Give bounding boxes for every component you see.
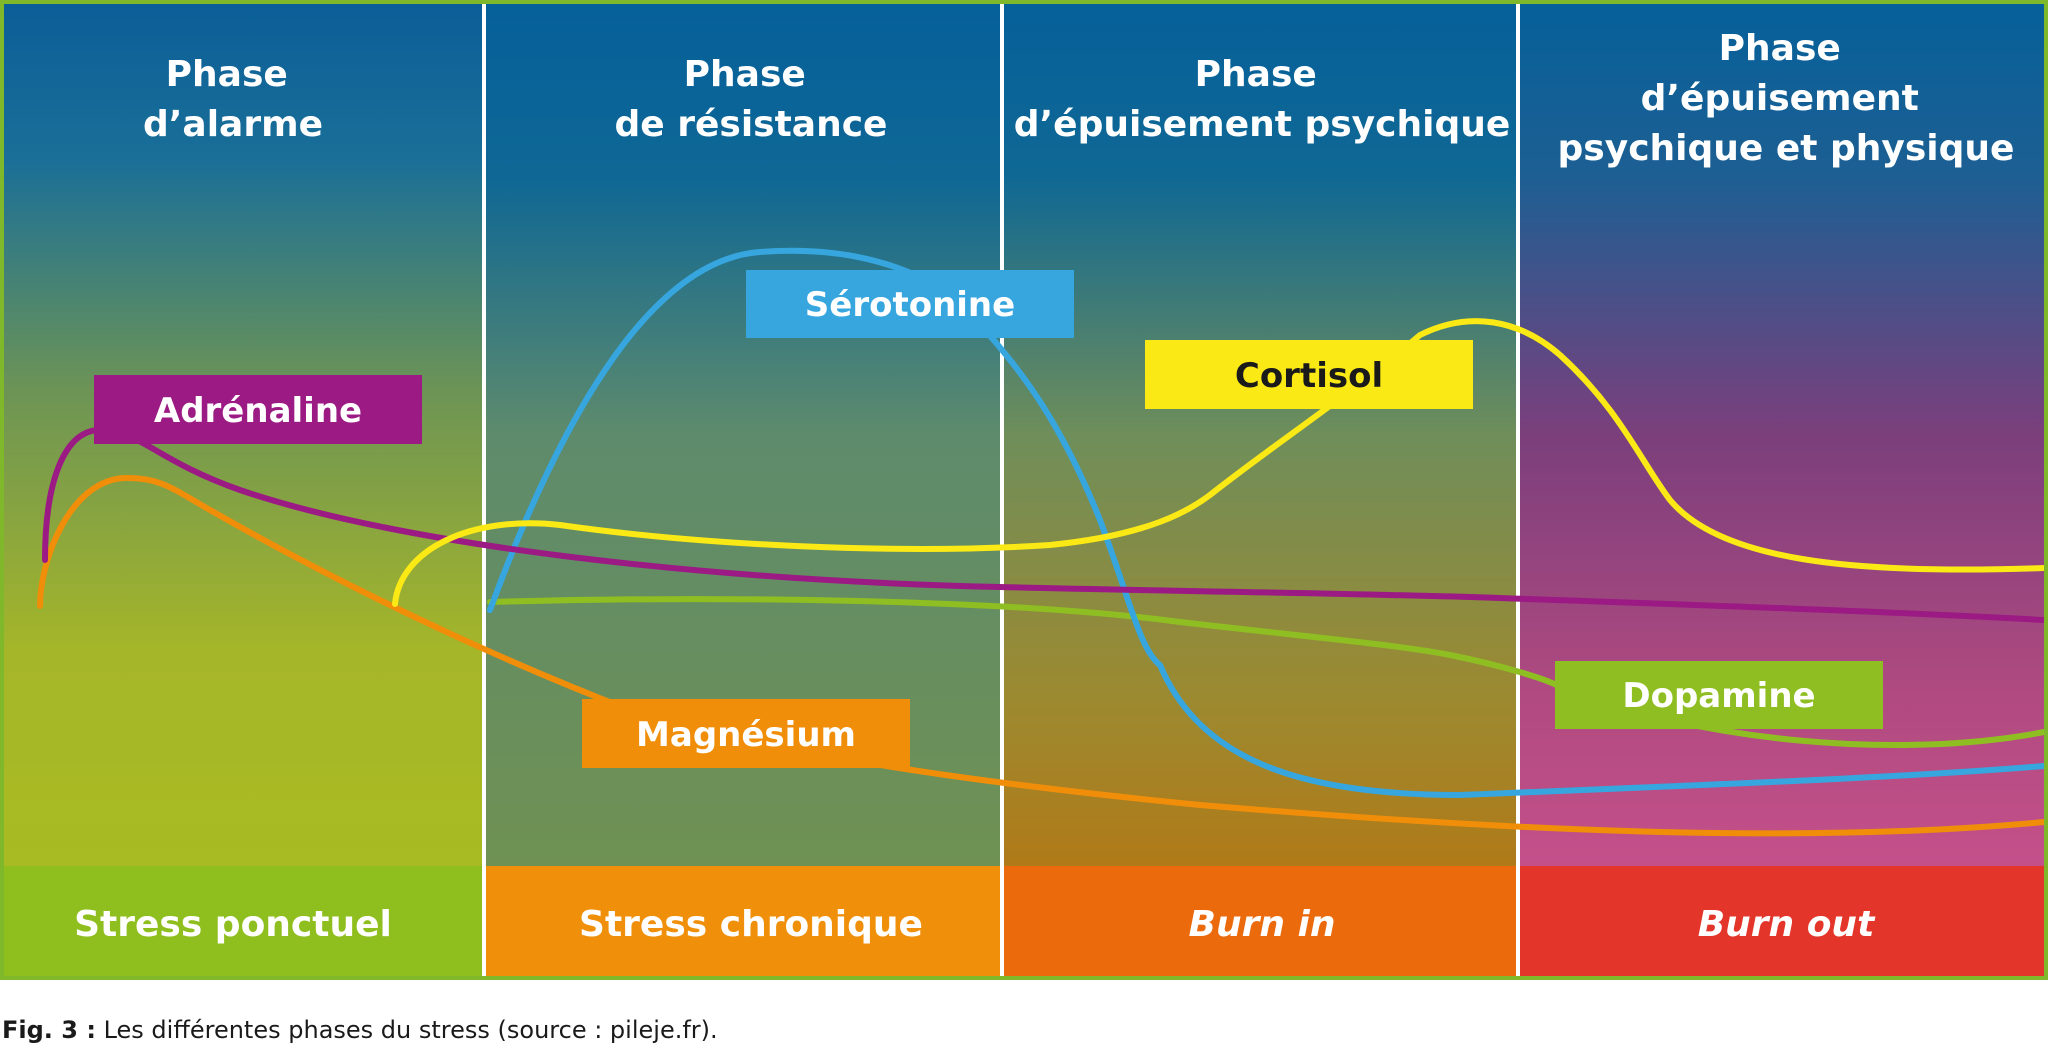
adrenaline-label: Adrénaline [154,391,362,431]
serotonine-label: Sérotonine [805,285,1015,325]
caption-text: Les différentes phases du stress (source… [95,1016,718,1044]
phase-title-2: Phase de résistance [615,54,888,145]
footer-label-4: Burn out [1698,904,1876,945]
figure-frame [0,0,2048,980]
dopamine-curve [487,596,2047,749]
caption-prefix: Fig. 3 : [2,1016,96,1044]
serotonine-curve [487,247,2047,798]
footer-band-2 [485,866,1002,976]
dopamine-label: Dopamine [1622,676,1815,716]
footer-band-1 [4,866,485,976]
phase-title-1: Phase d’alarme [143,54,323,145]
dopamine-label-box [1555,661,1883,729]
footer-band-4 [1518,866,2044,976]
cortisol-label-box [1145,340,1473,409]
cortisol-curve [392,318,2047,607]
footer-band-3 [1002,866,1518,976]
serotonine-label-box [746,270,1074,338]
magnesium-label: Magnésium [636,715,856,755]
figure-caption: Fig. 3 : Les différentes phases du stres… [2,1016,718,1044]
phase-title-3: Phase d’épuisement psychique [1014,54,1511,145]
stress-phases-diagram: Phase d’alarme Phase de résistance Phase… [0,0,2048,980]
diagram-canvas: Phase d’alarme Phase de résistance Phase… [0,0,2048,980]
phase-background-3 [1002,4,1518,866]
cortisol-label: Cortisol [1235,356,1383,396]
footer-label-3: Burn in [1189,904,1336,945]
footer-label-1: Stress ponctuel [74,904,392,945]
footer-label-2: Stress chronique [579,904,923,945]
adrenaline-label-box [94,375,422,444]
magnesium-label-box [582,699,910,768]
phase-title-4: Phase d’épuisement psychique et physique [1558,28,2015,169]
